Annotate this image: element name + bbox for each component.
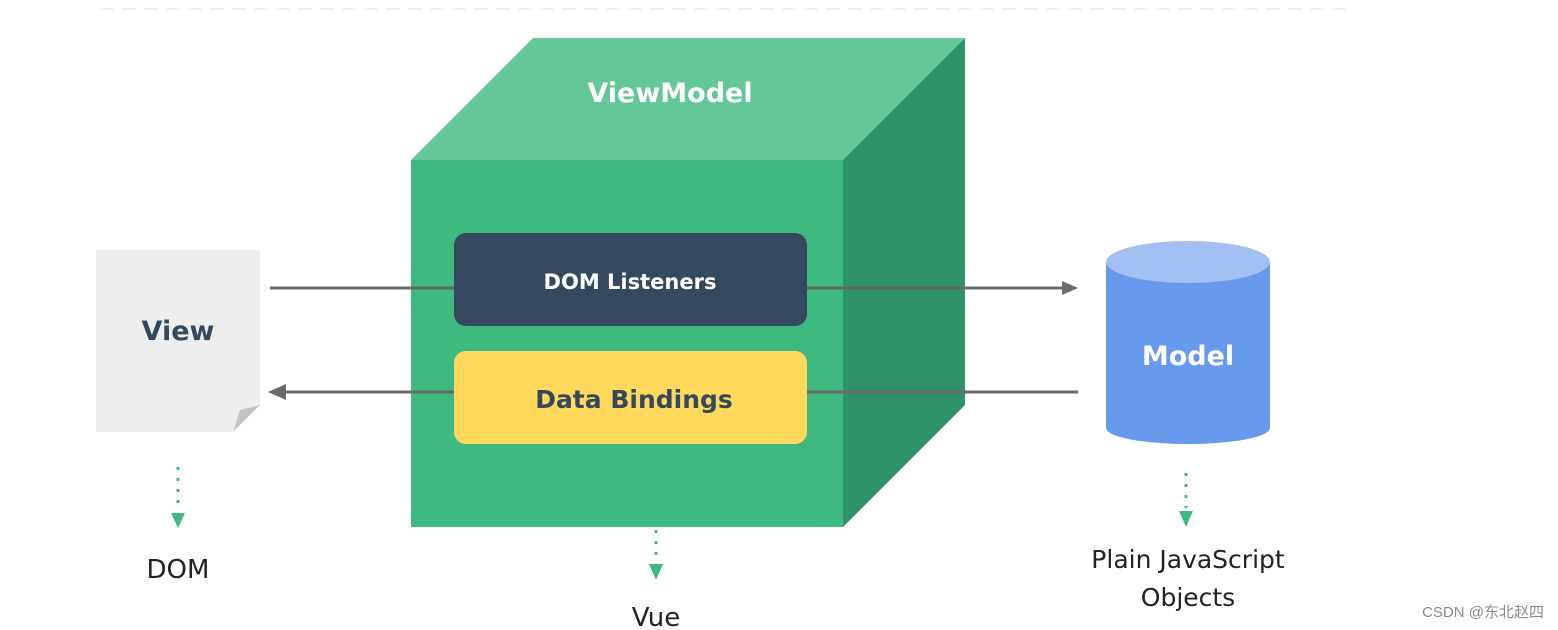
dom-listeners-label: DOM Listeners (544, 270, 717, 294)
cube-side-face (843, 38, 965, 527)
view-node: View (96, 250, 260, 432)
cube-front-face (411, 160, 843, 527)
view-page-shape (96, 250, 260, 432)
model-cylinder-top (1106, 241, 1270, 283)
arrowhead-left-icon (268, 384, 286, 400)
data-bindings-box: Data Bindings (454, 351, 807, 444)
csdn-watermark: CSDN @东北赵四 (1422, 604, 1544, 621)
view-to-dom-arrow (171, 467, 185, 528)
arrow-down-icon (1179, 511, 1193, 527)
cube-top-face (411, 38, 965, 160)
model-caption-line2: Objects (1141, 583, 1235, 612)
dom-caption: DOM (147, 555, 210, 585)
model-caption-line1: Plain JavaScript (1091, 545, 1285, 574)
model-cylinder-body (1106, 262, 1270, 444)
dom-listeners-box: DOM Listeners (454, 233, 807, 326)
model-to-objects-arrow (1179, 473, 1193, 527)
arrowhead-right-icon (1062, 281, 1078, 295)
model-label: Model (1142, 341, 1234, 372)
viewmodel-label: ViewModel (587, 78, 752, 109)
viewmodel-cube: ViewModel (411, 38, 965, 527)
view-label: View (142, 316, 215, 347)
view-page-fold (233, 405, 260, 432)
vue-caption: Vue (632, 603, 681, 630)
data-bindings-label: Data Bindings (535, 385, 733, 414)
arrow-down-icon (171, 513, 185, 528)
viewmodel-to-vue-arrow (649, 530, 663, 580)
arrow-down-icon (649, 564, 663, 580)
model-node: Model (1106, 241, 1270, 444)
